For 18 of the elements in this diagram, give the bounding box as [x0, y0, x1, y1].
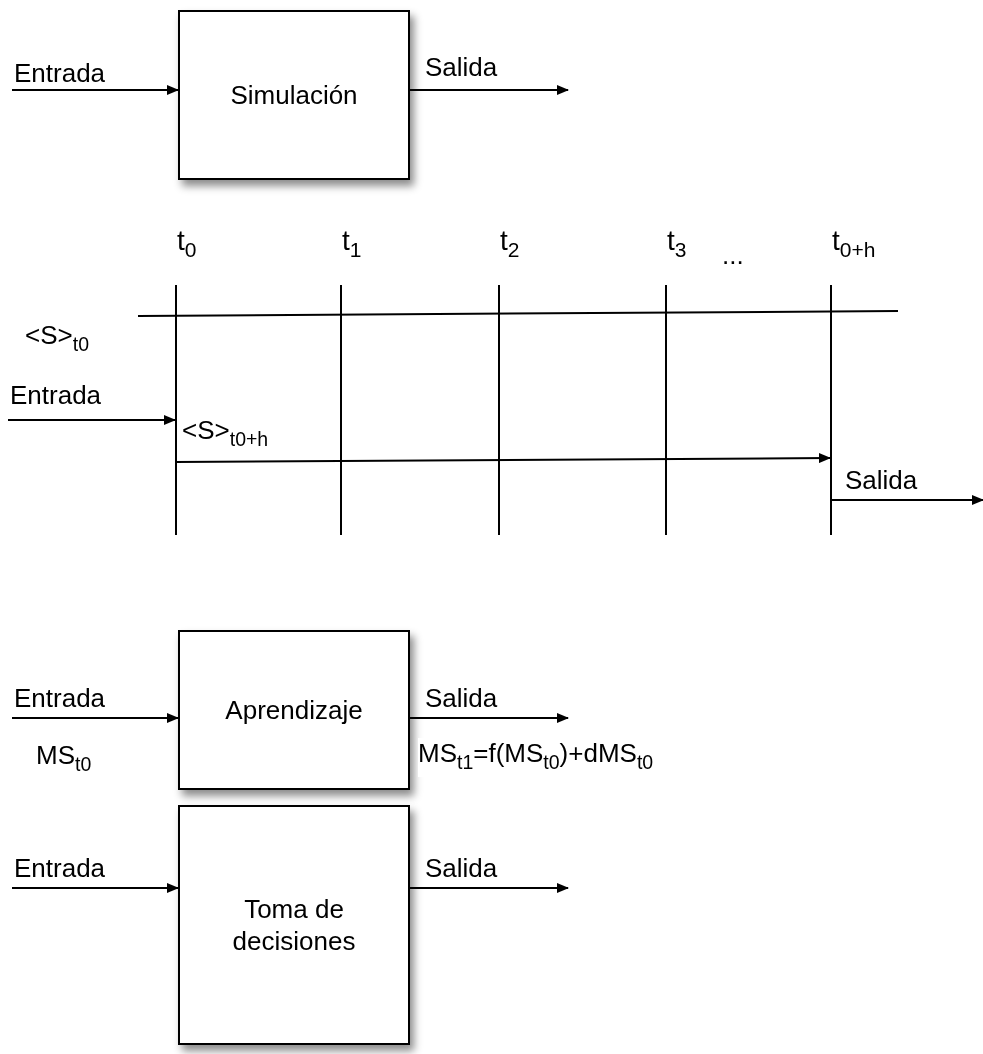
arrow: [409, 713, 569, 723]
arrow: [174, 453, 831, 464]
process-box: [178, 10, 410, 180]
arrow: [409, 883, 569, 893]
arrow: [829, 495, 983, 505]
arrow: [11, 713, 179, 723]
time-label: t$_{2}$: [500, 225, 520, 263]
process-box: [178, 630, 410, 790]
time-label: t$_{0}$: [177, 225, 197, 263]
time-label: t$_{1}$: [342, 225, 362, 263]
arrow: [7, 415, 176, 425]
arrow: [11, 85, 179, 95]
process-box: [178, 805, 410, 1045]
arrow: [11, 883, 179, 893]
arrow: [409, 85, 569, 95]
box-label: Toma de decisiones: [180, 893, 408, 957]
time-label: t$_{0+h}$: [832, 225, 876, 263]
time-label: t$_{3}$: [667, 225, 687, 263]
